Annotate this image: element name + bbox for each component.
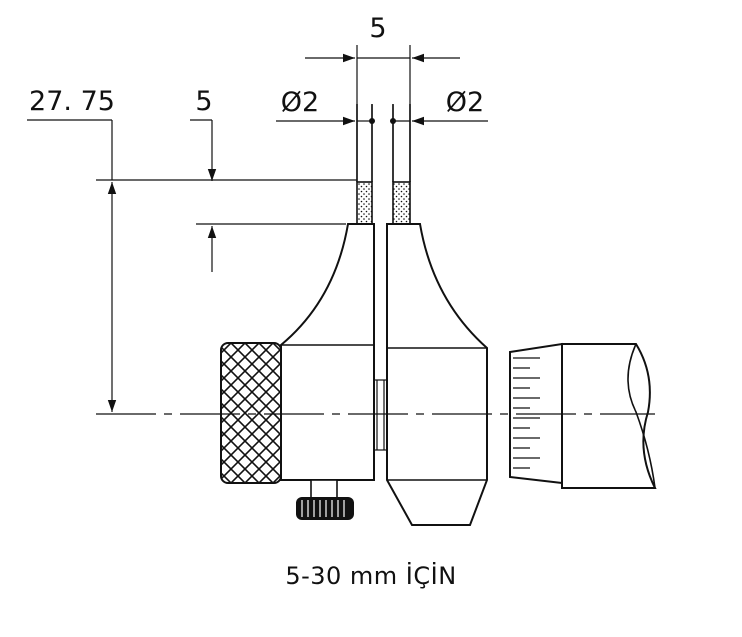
diameter-right-label: Ø2	[446, 87, 484, 118]
caption: 5-30 mm İÇİN	[285, 562, 457, 590]
jaw-gap	[374, 379, 387, 451]
diameter-left-dimension: Ø2	[276, 87, 375, 182]
gap-dimension: 5	[305, 13, 460, 182]
step-dimension: 5	[190, 86, 346, 272]
knurled-knob	[220, 342, 282, 484]
lock-screw	[296, 479, 354, 520]
gap-dimension-label: 5	[369, 13, 386, 44]
diameter-right-dimension: Ø2	[390, 87, 488, 182]
step-dimension-label: 5	[195, 86, 212, 117]
jaw-tips	[356, 104, 411, 225]
depth-dimension-label: 27. 75	[29, 86, 115, 117]
left-jaw	[280, 223, 375, 481]
diameter-left-label: Ø2	[281, 87, 319, 118]
right-jaw	[386, 223, 488, 526]
depth-dimension: 27. 75	[27, 86, 357, 412]
sleeve	[561, 343, 657, 489]
